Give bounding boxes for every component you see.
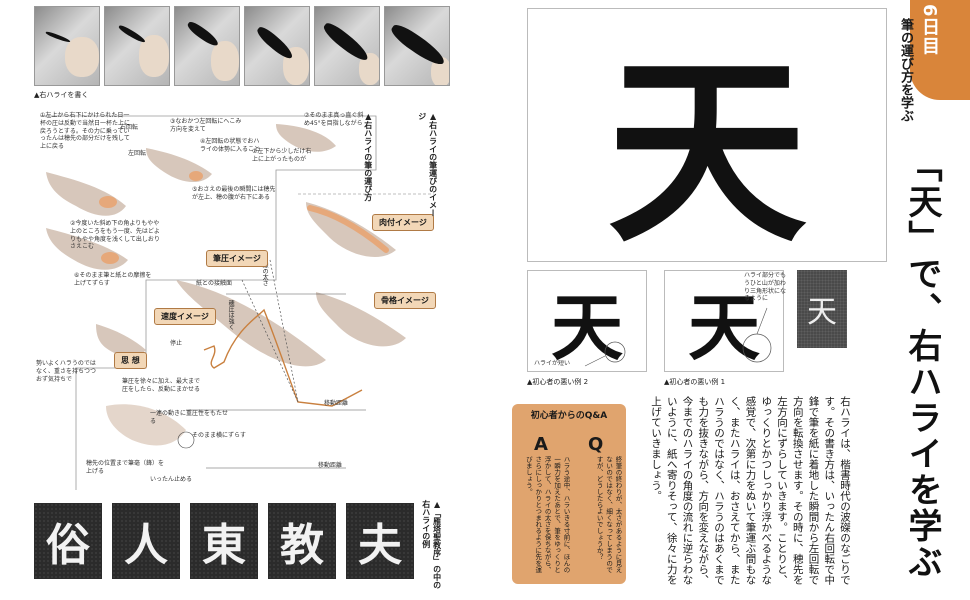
diagram-note-8: ①左下から少しだけ右上に上がったものが xyxy=(252,148,312,163)
diagram-note-1: ①左上から右下にかけられた日一杯の圧は反動で当然日一杯た上に戻ろうとする。その力… xyxy=(40,112,131,151)
rubbing-4: 教 xyxy=(268,503,336,579)
rubbing-2: 人 xyxy=(112,503,180,579)
diagram-note-15: 紙との接触面 xyxy=(196,280,232,287)
diagram-note-9: 勢いよくハラうのではなく、重さを持ちつつおず気持ちで xyxy=(36,360,97,383)
stroke-photo-4 xyxy=(244,6,310,86)
rubbing-5: 夫 xyxy=(346,503,414,579)
diagram-note-11: 一連の動きに重圧性をもたせる xyxy=(150,410,229,425)
qa-question: 終筆の終わりが、太さがあるように見えないのではなく、細くなってしまうのですが、ど… xyxy=(595,456,622,573)
diagram-note-13: 穂先の位置まで筆毫（鋒）を上げる xyxy=(86,460,165,475)
rubbing-char-4: 教 xyxy=(280,520,324,571)
diagram-note-22: 左回転 xyxy=(128,150,147,157)
caption-bad-2: ▲初心者の悪い例 2 xyxy=(527,378,589,386)
qa-q-label: Q xyxy=(588,434,604,455)
rubbing-3: 東 xyxy=(190,503,258,579)
diagram-title-right: ▲右ハライの筆運びのイメージ xyxy=(417,112,438,217)
diagram-note-4: ④左回転の状態でおハライの体勢に入ること xyxy=(200,138,261,153)
diagram-note-17: 移動距離 xyxy=(324,400,349,407)
diagram-note-6: ⑥そのまま筆と紙との摩擦を上げてずらす xyxy=(74,272,152,287)
qa-title: 初心者からのQ&A xyxy=(530,411,608,421)
callout-short: ハライが短い xyxy=(534,360,571,367)
stone-rubbing: 天 xyxy=(797,270,847,348)
rubbing-char-3: 東 xyxy=(202,520,246,571)
callout-long: ハライ部分でもうひと山が加わり三角形状になるように xyxy=(744,272,787,303)
stroke-photo-6 xyxy=(384,6,450,86)
main-character-frame: 天 xyxy=(527,8,887,270)
rubbing-char-5: 夫 xyxy=(358,520,402,571)
diagram-note-19: 線の太さ xyxy=(261,262,269,286)
bad-example-2-frame: 天 xyxy=(527,270,647,372)
qa-a-label: A xyxy=(534,434,548,455)
diagram-note-18: 移動距離 xyxy=(318,462,343,469)
stroke-photo-1 xyxy=(34,6,100,86)
sokudo-tag: 速度イメージ xyxy=(154,308,216,325)
photo-strip-caption: ▲右ハライを書く xyxy=(34,91,89,99)
diagram-note-20: 穂圧は強く xyxy=(227,300,235,330)
stone-char: 天 xyxy=(807,295,837,330)
rubbing-char-1: 俗 xyxy=(46,520,90,571)
stroke-photo-5 xyxy=(314,6,380,86)
body-text: 右ハライは、楷書時代の波磔のなごりです。その書き方は、いったん右回転で中鋒で筆を… xyxy=(650,396,851,585)
rubbing-1: 俗 xyxy=(34,503,102,579)
diagram-note-7: ⑦そのまま真っ直ぐ斜め45°を目指しながら xyxy=(304,112,364,127)
main-character: 天 xyxy=(606,35,807,270)
rubbing-caption: ▲「雁塔聖教序」の中の右ハライの例 xyxy=(421,500,442,589)
stroke-photo-2 xyxy=(104,6,170,86)
niku-tag: 肉付イメージ xyxy=(372,214,434,231)
rubbing-char-2: 人 xyxy=(124,520,168,571)
stroke-diagram xyxy=(40,115,434,490)
bad-example-2-char: 天 xyxy=(550,284,623,370)
diagram-note-3: ③なおかつ左回転にへこみ方向を変えて xyxy=(170,118,242,133)
diagram-note-14: いったん止める xyxy=(150,476,193,483)
bad-example-1-frame: 天 xyxy=(664,270,784,372)
day-badge: 6日目 xyxy=(910,0,970,100)
day-badge-label: 6日目 xyxy=(919,4,940,56)
diagram-note-10: 筆圧を徐々に加え、最大まで圧をしたら、反動にまかせる xyxy=(122,378,201,393)
heading-sub: 筆の運び方を学ぶ xyxy=(898,18,913,122)
callout-lines xyxy=(584,307,772,367)
stroke-photo-3 xyxy=(174,6,240,86)
diagram-note-12: そのまま横にずらす xyxy=(192,432,246,439)
qa-box: 初心者からのQ&A A Q ハラう途中、ハラいきる寸前に、ほんの一瞬力を加えたあ… xyxy=(512,404,626,584)
diagram-note-2: ②今度いた斜め下の角よりもやや上のところをもう一度、先はどよりもやや角度を浅くし… xyxy=(70,220,160,251)
diagram-note-16: 停止 xyxy=(170,340,183,347)
shiso-tag: 思 想 xyxy=(114,352,147,369)
heading-main: 「天」で、右ハライを学ぶ xyxy=(902,148,942,580)
qa-answer: ハラう途中、ハラいきる寸前に、ほんの一瞬力を加えたあとで、筆をゆっくりと浮かして… xyxy=(524,456,570,573)
bad-example-1-char: 天 xyxy=(687,284,760,370)
kokkaku-tag: 骨格イメージ xyxy=(374,292,436,309)
hitsuatsu-tag: 筆圧イメージ xyxy=(206,250,268,267)
caption-bad-1: ▲初心者の悪い例 1 xyxy=(664,378,726,386)
diagram-note-21: 右回転 xyxy=(120,124,139,131)
diagram-note-5: ⑤おさえの最後の瞬間には穂先が左上、穂の腹が右下にある xyxy=(192,186,276,201)
diagram-title: ▲右ハライの筆の運び方 xyxy=(363,112,373,201)
